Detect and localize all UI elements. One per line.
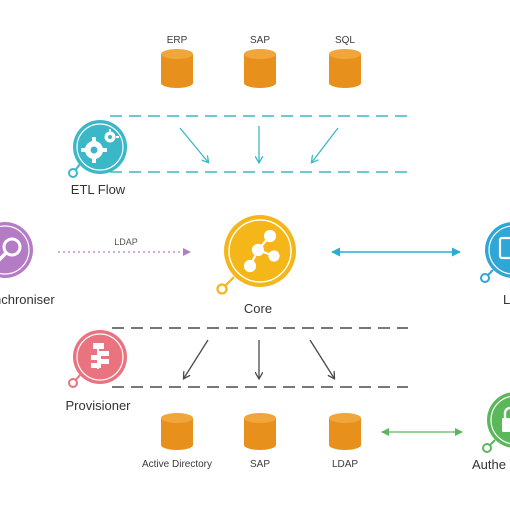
database-icon — [329, 413, 361, 450]
etl-arrow-right — [312, 127, 339, 162]
right-top-label: L — [503, 292, 510, 307]
source-label-sap: SAP — [250, 35, 270, 46]
target-database-ldap: LDAP — [329, 413, 361, 470]
right-top-node: L — [480, 222, 510, 307]
target-label-ldap: LDAP — [332, 459, 358, 470]
org-chart-icon — [91, 343, 109, 369]
synchroniser-node: nchroniser — [0, 222, 55, 307]
lock-icon — [502, 406, 510, 432]
gears-icon — [81, 129, 119, 163]
provisioner-node: Provisioner — [65, 330, 131, 413]
core-label: Core — [244, 301, 272, 316]
etl-flow-label: ETL Flow — [71, 182, 126, 197]
provisioner-label: Provisioner — [65, 398, 131, 413]
source-label-erp: ERP — [167, 35, 188, 46]
target-database-sap: SAP — [244, 413, 276, 470]
network-icon — [243, 229, 280, 273]
prov-arrow-left — [184, 339, 209, 378]
database-icon — [329, 49, 361, 88]
database-icon — [161, 413, 193, 450]
source-label-sql: SQL — [335, 35, 355, 46]
sync-to-core-link: LDAP — [58, 237, 191, 256]
source-database-sql: SQL — [329, 35, 361, 88]
target-label-active-directory: Active Directory — [142, 459, 212, 470]
target-label-sap: SAP — [250, 459, 270, 470]
target-database-active-directory: Active Directory — [142, 413, 212, 470]
database-icon — [161, 49, 193, 88]
authentication-node: Authe — [472, 392, 510, 472]
synchroniser-label: nchroniser — [0, 292, 55, 307]
source-database-erp: ERP — [161, 35, 193, 88]
search-icon — [0, 237, 22, 262]
core-node: Core — [216, 215, 296, 316]
sync-link-label: LDAP — [114, 237, 138, 247]
source-database-sap: SAP — [244, 35, 276, 88]
window-icon — [498, 236, 510, 260]
authentication-label: Authe — [472, 457, 506, 472]
database-icon — [244, 413, 276, 450]
database-icon — [244, 49, 276, 88]
etl-arrow-left — [179, 127, 208, 162]
etl-flow-node: ETL Flow — [68, 120, 127, 197]
prov-arrow-right — [309, 339, 334, 378]
